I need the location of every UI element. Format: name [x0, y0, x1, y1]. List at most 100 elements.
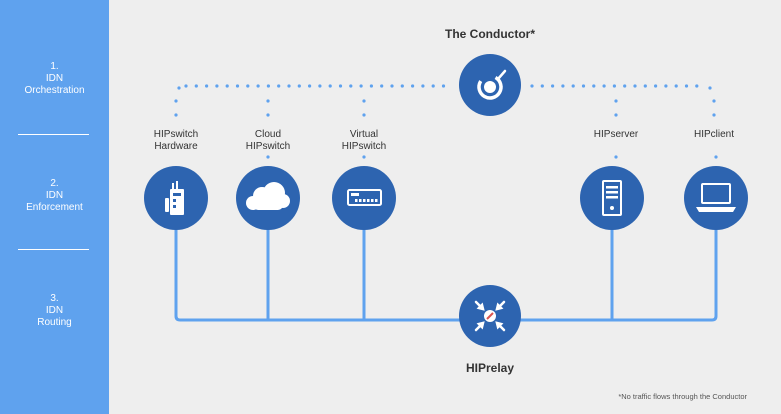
hiprelay-title: HIPrelay: [465, 361, 515, 375]
server-icon: [602, 180, 622, 216]
layer-line2: Enforcement: [26, 202, 83, 213]
orchestration-dot: [614, 113, 618, 117]
cloud-hipswitch-node: [236, 166, 300, 230]
sidebar-divider: [18, 249, 89, 250]
orchestration-dot: [174, 99, 178, 103]
orchestration-dot: [581, 84, 586, 88]
orchestration-dot: [287, 84, 291, 88]
relay-icon: [474, 300, 506, 332]
orchestration-dot: [571, 84, 575, 88]
orchestration-dot: [602, 84, 606, 88]
orchestration-dot: [614, 155, 618, 159]
layer-number: 2.: [50, 178, 59, 189]
orchestration-dot: [623, 84, 627, 88]
orchestration-dot: [308, 84, 312, 88]
node-label-line1: HIPclient: [693, 129, 735, 140]
orchestration-dot: [614, 99, 618, 103]
virtual-hipswitch-node: [332, 166, 396, 230]
node-label-hipserver: HIPserver: [594, 129, 638, 141]
laptop-icon: [696, 183, 736, 212]
node-label-line1: HIPswitch: [153, 129, 199, 140]
orchestration-dot: [277, 84, 281, 88]
layer-line2: Orchestration: [24, 85, 85, 96]
orchestration-dot: [714, 155, 718, 159]
sidebar-divider: [18, 134, 89, 135]
orchestration-dot: [540, 84, 544, 88]
orchestration-dot: [318, 84, 322, 88]
hipserver-node: [580, 166, 644, 230]
orchestration-dot: [431, 84, 435, 88]
node-label-line2: HIPswitch: [245, 141, 291, 152]
orchestration-dot: [643, 84, 647, 88]
orchestration-dot: [205, 84, 209, 88]
orchestration-dot: [712, 99, 716, 103]
footnote: *No traffic flows through the Conductor: [618, 392, 747, 401]
layer-line1: IDN: [45, 190, 64, 201]
orchestration-dot: [369, 84, 373, 88]
routing-bus: [174, 229, 718, 322]
orchestration-dot: [441, 84, 446, 88]
layer-number: 3.: [50, 293, 59, 304]
orchestration-dot: [297, 84, 301, 88]
orchestration-dot: [225, 84, 229, 88]
orchestration-dot: [561, 84, 565, 88]
layer-line2: Routing: [37, 317, 72, 328]
orchestration-dot: [633, 84, 637, 88]
orchestration-dot: [684, 84, 689, 88]
orchestration-dot: [664, 84, 668, 88]
node-label-cloud-hipswitch: Cloud HIPswitch: [246, 129, 290, 153]
conductor-node: [459, 54, 521, 116]
orchestration-dot: [712, 113, 716, 117]
orchestration-dot: [674, 84, 678, 88]
orchestration-dot: [592, 84, 596, 88]
node-label-line1: HIPserver: [593, 129, 639, 140]
node-label-line1: Cloud: [254, 129, 282, 140]
orchestration-dot: [256, 84, 260, 88]
orchestration-dot: [695, 84, 699, 88]
cloud-icon: [246, 182, 290, 210]
orchestration-dot: [551, 84, 555, 88]
orchestration-dot: [400, 84, 404, 88]
orchestration-dot: [246, 84, 250, 88]
orchestration-dot: [530, 84, 534, 88]
hardware-switch-icon: [165, 181, 184, 215]
node-label-hipswitch-hardware: HIPswitch Hardware: [154, 129, 198, 153]
orchestration-dot: [349, 84, 353, 88]
orchestration-dot: [708, 86, 712, 90]
orchestration-dot: [177, 86, 181, 90]
node-label-line2: HIPswitch: [341, 141, 387, 152]
orchestration-dot: [359, 84, 363, 88]
layer-orchestration: 1. IDN Orchestration: [0, 61, 109, 97]
node-label-line1: Virtual: [349, 129, 379, 140]
orchestration-dot: [266, 113, 270, 117]
layer-line1: IDN: [45, 73, 64, 84]
layer-enforcement: 2. IDN Enforcement: [0, 178, 109, 214]
hiprelay-node: [459, 285, 521, 347]
orchestration-dot: [328, 84, 332, 88]
orchestration-dot: [390, 84, 394, 88]
conductor-icon: [477, 69, 507, 100]
orchestration-dot: [411, 84, 415, 88]
layer-line1: IDN: [45, 305, 64, 316]
node-label-line2: Hardware: [154, 141, 198, 152]
orchestration-dot: [194, 84, 198, 88]
virtual-switch-icon: [347, 189, 382, 206]
layer-sidebar: 1. IDN Orchestration 2. IDN Enforcement …: [0, 0, 109, 414]
orchestration-dot: [421, 84, 425, 88]
orchestration-dot: [612, 84, 617, 88]
orchestration-dot: [266, 155, 270, 159]
orchestration-dot: [380, 84, 384, 88]
hipclient-node: [684, 166, 748, 230]
orchestration-dot: [174, 113, 178, 117]
hipswitch-hardware-node: [144, 166, 208, 230]
orchestration-dot: [362, 155, 366, 159]
layer-routing: 3. IDN Routing: [0, 293, 109, 329]
orchestration-dot: [184, 84, 188, 88]
layer-number: 1.: [50, 61, 59, 72]
orchestration-dot: [266, 84, 270, 88]
orchestration-dot: [266, 99, 270, 103]
orchestration-dot: [362, 113, 366, 117]
orchestration-dotted-lines: [174, 84, 718, 159]
node-label-hipclient: HIPclient: [694, 129, 734, 141]
